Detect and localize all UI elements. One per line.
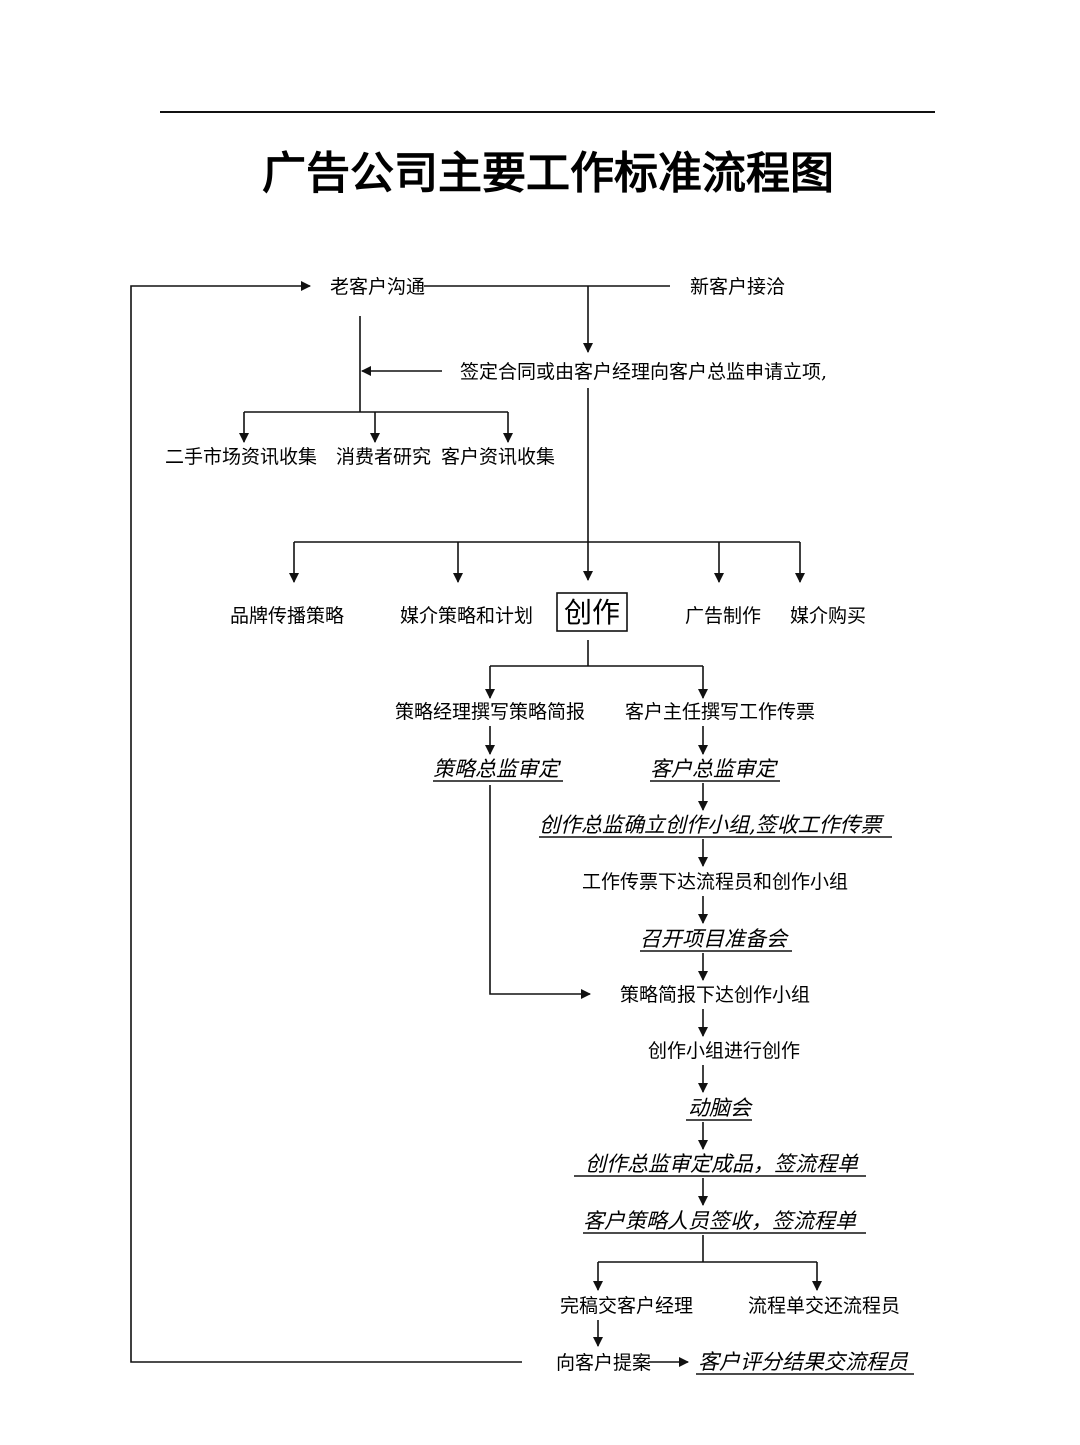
node-brief-to-team: 策略简报下达创作小组 [620,984,810,1006]
strategy-bypass-line [489,785,591,999]
node-ticket-to-traffic: 工作传票下达流程员和创作小组 [582,871,848,893]
node-media-strategy: 媒介策略和计划 [400,605,533,627]
node-to-account-manager: 完稿交客户经理 [560,1295,693,1317]
node-brand-strategy: 品牌传播策略 [230,605,344,627]
node-propose-to-client: 向客户提案 [556,1352,651,1374]
node-strategy-director-review: 策略总监审定 [433,757,562,781]
node-secondhand-info: 二手市场资讯收集 [165,446,317,468]
node-form-to-traffic: 流程单交还流程员 [748,1295,900,1317]
node-account-supervisor-ticket: 客户主任撰写工作传票 [625,701,815,723]
node-client-info: 客户资讯收集 [441,446,555,468]
node-creative-director-final: 创作总监审定成品，签流程单 [585,1152,859,1176]
creative-box [556,592,628,632]
node-kickoff-meeting: 召开项目准备会 [640,927,789,951]
node-old-client: 老客户沟通 [330,276,425,298]
node-new-client: 新客户接洽 [690,276,785,298]
page-title: 广告公司主要工作标准流程图 [262,148,834,199]
node-creative-director-team: 创作总监确立创作小组,签收工作传票 [539,813,885,837]
node-media-buying: 媒介购买 [790,605,866,627]
node-sign-contract: 签定合同或由客户经理向客户总监申请立项, [460,361,827,383]
node-team-creates: 创作小组进行创作 [648,1040,800,1062]
node-creative: 创作 [564,596,620,629]
node-ad-production: 广告制作 [685,605,761,627]
node-client-score: 客户评分结果交流程员 [698,1350,909,1374]
node-account-strategy-signoff: 客户策略人员签收，签流程单 [583,1209,857,1233]
node-brainstorm: 动脑会 [688,1096,753,1120]
node-strategy-manager-brief: 策略经理撰写策略简报 [395,701,585,723]
node-consumer-research: 消费者研究 [336,446,431,468]
node-account-director-review: 客户总监审定 [650,757,779,781]
feedback-loop-line [130,281,522,1363]
